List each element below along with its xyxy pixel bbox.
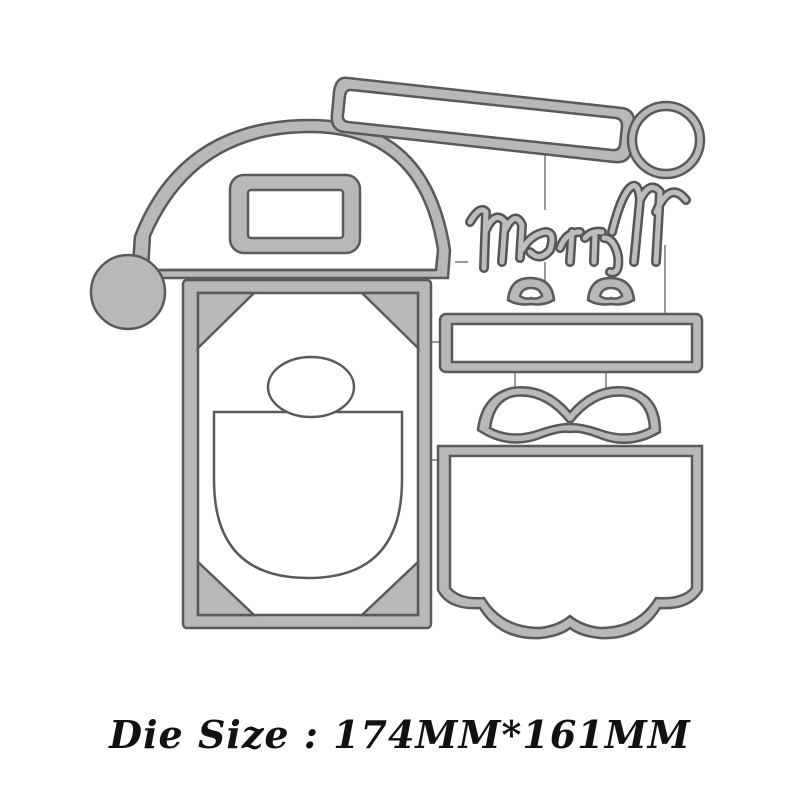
die-cut-artwork <box>89 76 706 640</box>
merry-script-die <box>465 180 691 278</box>
eyes-die <box>506 276 636 306</box>
banner-die <box>330 76 706 180</box>
hat-die <box>89 118 452 331</box>
strip-die <box>438 312 704 374</box>
die-size-caption: Die Size : 174MM*161MM <box>109 712 691 757</box>
beard-die <box>436 444 704 640</box>
gnome-body-die <box>181 278 433 630</box>
mustache-die <box>476 386 662 444</box>
